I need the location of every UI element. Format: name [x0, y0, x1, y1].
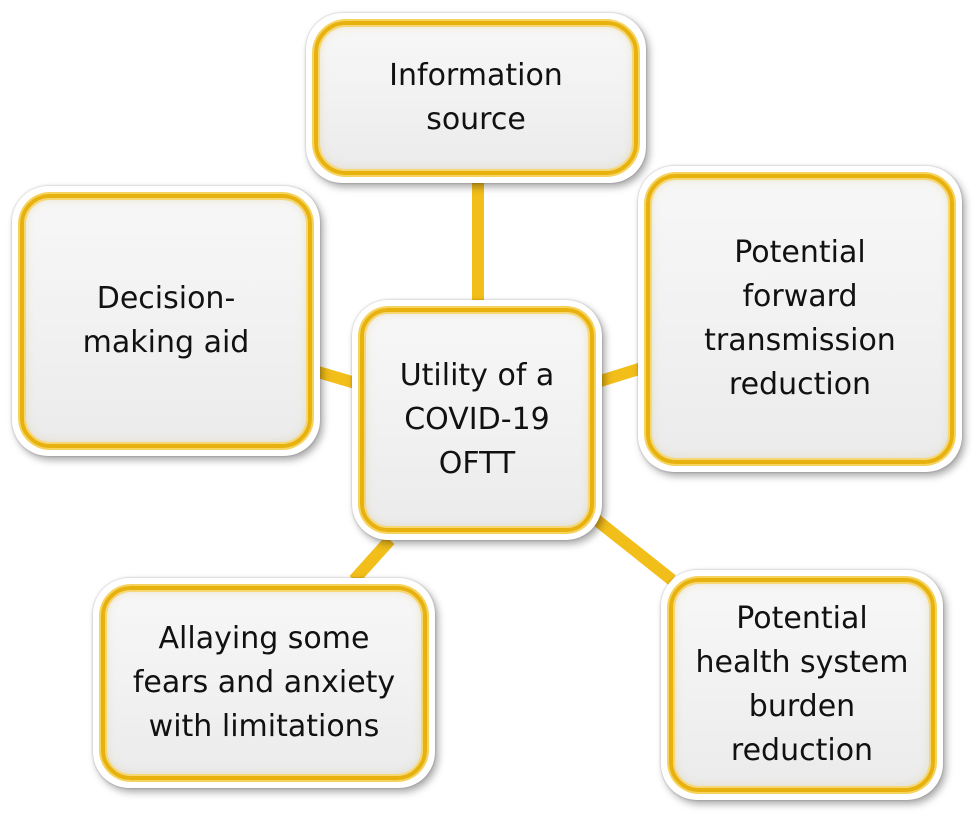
node-label: Potential forward transmission reduction: [704, 235, 896, 402]
node-label: Information source: [389, 58, 563, 137]
node-allaying-fears: Allaying some fears and anxiety with lim…: [93, 578, 435, 788]
node-forward-transmission-reduction: Potential forward transmission reduction: [638, 166, 962, 472]
node-label: Allaying some fears and anxiety with lim…: [132, 621, 396, 744]
connector-bottom-left: [349, 535, 395, 585]
node-label: Decision-making aid: [82, 281, 250, 360]
connector-right: [592, 362, 644, 389]
node-health-system-burden-reduction: Potential health system burden reduction: [661, 570, 943, 800]
node-center-utility: Utility of a COVID-19 OFTT: [352, 300, 602, 540]
node-information-source: Information source: [306, 13, 646, 183]
node-label: Potential health system burden reduction: [695, 601, 909, 768]
center-label: Utility of a COVID-19 OFTT: [399, 358, 555, 481]
node-decision-making-aid: Decision-making aid: [12, 186, 320, 456]
connector-bottom-right: [590, 513, 676, 585]
